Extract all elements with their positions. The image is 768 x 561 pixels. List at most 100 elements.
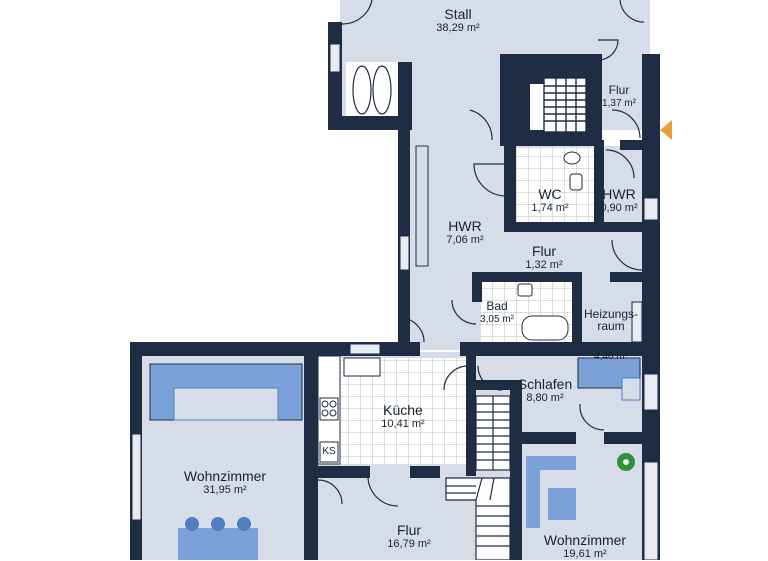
wall (604, 432, 644, 444)
room-area: 0,90 m² (600, 202, 638, 215)
window (643, 197, 659, 221)
room-label-heizungsraum: Heizungs- raum 4,40 m² (580, 290, 642, 381)
door-swing (367, 477, 399, 507)
window (643, 461, 659, 560)
room-area: 8,80 m² (526, 392, 564, 405)
ks-label: KS (322, 446, 336, 457)
room-label-flur-bottom: Flur 16,79 m² (376, 522, 442, 551)
window (399, 235, 410, 271)
stair-step (489, 477, 495, 501)
room-label-wohnzimmer-left: Wohnzimmer 31,95 m² (172, 468, 278, 497)
door-swing (597, 39, 619, 61)
burner (321, 400, 329, 408)
room-label-stall: Stall 38,29 m² (418, 6, 498, 35)
wall (304, 342, 318, 560)
room-area: 1,74 m² (531, 202, 569, 215)
corner-sofa (526, 456, 576, 528)
sanitary (517, 151, 583, 341)
wall (472, 272, 482, 302)
door-swing (451, 299, 477, 325)
room-name: Flur (531, 243, 557, 259)
room-name: Heizungs- raum (583, 307, 639, 334)
wall (620, 140, 642, 150)
wall (328, 116, 412, 130)
door-swing (619, 0, 645, 23)
wall (610, 272, 644, 282)
room-name: Stall (444, 6, 472, 22)
door-swing (341, 0, 373, 25)
wc-toilet (569, 173, 583, 191)
wall (572, 272, 582, 348)
window (329, 43, 341, 73)
room-area: 31,95 m² (203, 484, 247, 497)
wall (586, 54, 602, 146)
wall (410, 466, 440, 478)
door-swing (443, 365, 469, 391)
troughs (352, 65, 392, 115)
room-name: Küche (383, 402, 423, 418)
door-swing (611, 239, 643, 271)
room-name: WC (538, 186, 562, 202)
room-name: Schlafen (517, 376, 573, 392)
bathtub (521, 315, 569, 341)
room-label-hwr-small: HWR 0,90 m² (592, 186, 646, 215)
window (349, 343, 381, 355)
kitchen-fixtures (317, 355, 381, 465)
room-area: 1,32 m² (525, 259, 563, 272)
wc-sink (563, 151, 581, 165)
wall (466, 380, 520, 390)
wall (466, 356, 476, 476)
windows (131, 43, 659, 560)
chair (211, 517, 225, 531)
bed-pillow (621, 377, 641, 401)
stairs-top-box (543, 77, 587, 133)
floor-flur-top (600, 56, 650, 130)
plant-center (623, 459, 629, 465)
cooktop (319, 397, 339, 421)
room-label-wohnzimmer-right: Wohnzimmer 19,61 m² (532, 532, 638, 561)
room-label-hwr: HWR 7,06 m² (430, 218, 500, 247)
trough (352, 65, 372, 115)
wall (460, 342, 650, 356)
wall (642, 54, 660, 560)
room-label-bad: Bad 3,05 m² (474, 299, 520, 325)
room-area: 7,06 m² (446, 234, 484, 247)
floor-stall (340, 0, 650, 130)
kitchen-sink (343, 357, 381, 377)
wall (500, 130, 600, 146)
room-name: Bad (486, 299, 508, 313)
window (415, 145, 429, 267)
room-name: Flur (608, 83, 630, 97)
room-area: 38,29 m² (436, 22, 480, 35)
room-name: Wohnzimmer (543, 532, 627, 548)
chair (185, 517, 199, 531)
burner (329, 400, 337, 408)
room-name: HWR (602, 186, 636, 202)
wall (510, 380, 522, 560)
wall (520, 432, 576, 444)
room-name: Flur (396, 522, 422, 538)
wall (504, 140, 516, 230)
fridge (319, 441, 339, 463)
room-name: Wohnzimmer (183, 468, 267, 484)
tiled-rooms (340, 148, 594, 464)
trough (372, 65, 392, 115)
sofa-seat (173, 387, 279, 421)
window (131, 433, 142, 521)
room-label-flur-top: Flur 1,37 m² (592, 83, 646, 109)
wall (500, 54, 530, 144)
door-swing (317, 479, 343, 505)
room-area: 3,05 m² (480, 313, 514, 325)
room-area: 19,61 m² (563, 548, 607, 561)
door-swing (473, 163, 507, 197)
stairs-top (543, 77, 587, 133)
burner (321, 409, 329, 417)
room-area: 1,37 m² (602, 97, 636, 109)
coffee-table (548, 488, 576, 520)
room-area: 16,79 m² (387, 538, 431, 551)
stairs-bottom-outline (445, 477, 511, 560)
door-swing (469, 109, 493, 141)
room-label-schlafen: Schlafen 8,80 m² (512, 376, 578, 405)
